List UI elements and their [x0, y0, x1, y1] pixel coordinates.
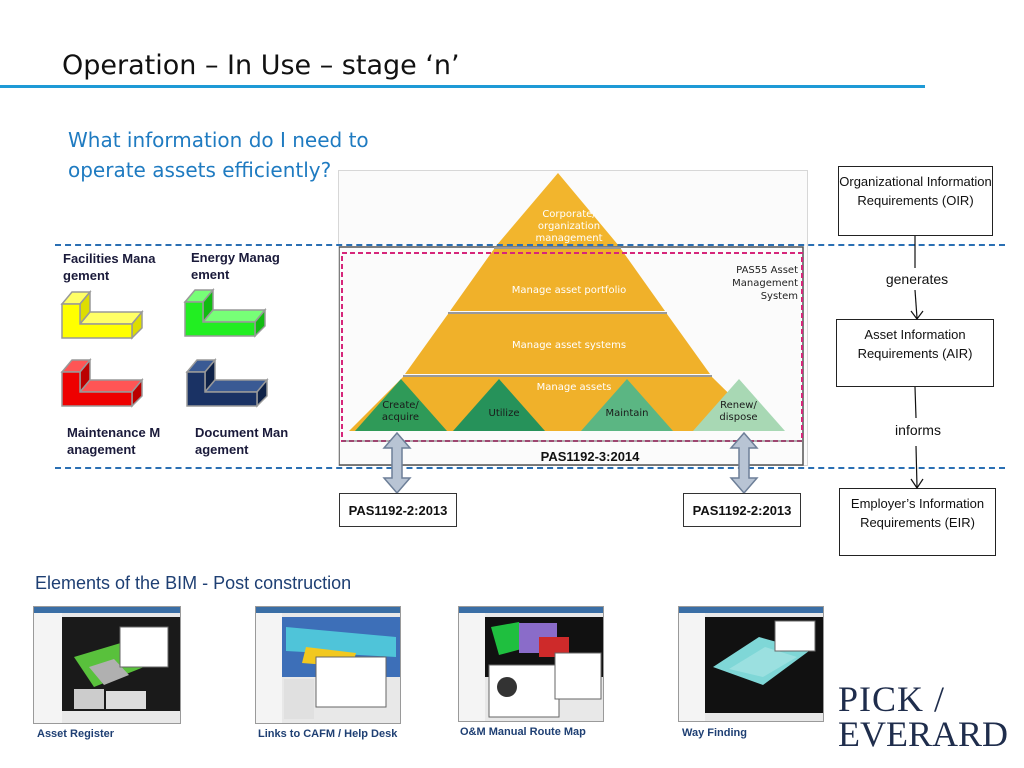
cafm-caption: Links to CAFM / Help Desk: [258, 728, 398, 740]
facilities-block-icon: [60, 290, 144, 340]
asset-register-thumbnail: [33, 606, 181, 724]
question-text: What information do I need to operate as…: [68, 128, 369, 182]
pyramid-systems-label: Manage asset systems: [511, 340, 627, 351]
energy-block-icon: [183, 288, 267, 338]
pick-everard-logo: PICK / EVERARD: [838, 679, 1018, 754]
way-finding-caption: Way Finding: [682, 727, 747, 739]
eir-box: Employer’s Information Requirements (EIR…: [839, 488, 996, 556]
pyramid-maintain-label: Maintain: [605, 408, 649, 419]
om-manual-caption: O&M Manual Route Map: [460, 726, 586, 738]
flow-arrows-icon: [910, 236, 924, 490]
air-box: Asset Information Requirements (AIR): [836, 319, 994, 387]
pyramid-panel: Corporate/ organization management Manag…: [338, 170, 808, 466]
pyramid-top-label: Corporate/ organization management: [535, 209, 603, 244]
energy-management-label: Energy Management: [191, 250, 280, 282]
pas55-label: PAS55 Asset Management System: [732, 265, 798, 302]
asset-register-caption: Asset Register: [37, 728, 115, 740]
pas1192-2-left-box: PAS1192-2:2013: [339, 493, 457, 527]
pyramid-portfolio-label: Manage asset portfolio: [511, 285, 627, 296]
facilities-management-label: Facilities Management: [63, 251, 156, 283]
pyramid-assets-label: Manage assets: [536, 382, 612, 393]
pyramid-graphic: [339, 173, 804, 466]
slide-title: Operation – In Use – stage ‘n’: [62, 50, 460, 81]
pas1192-2-right-box: PAS1192-2:2013: [683, 493, 801, 527]
maintenance-management-label: Maintenance Management: [67, 425, 161, 457]
informs-label: informs: [895, 422, 941, 438]
way-finding-thumbnail: [678, 606, 824, 722]
pyramid-create-label: Create/ acquire: [381, 400, 420, 423]
oir-box: Organizational Information Requirements …: [838, 166, 993, 236]
bim-section-title: Elements of the BIM - Post construction: [35, 573, 352, 593]
pyramid-renew-label: Renew/ dispose: [719, 400, 758, 423]
title-underline: [0, 85, 925, 88]
right-double-arrow-icon: [729, 432, 759, 494]
generates-label: generates: [885, 271, 949, 287]
maintenance-block-icon: [60, 358, 144, 408]
document-management-label: Document Management: [195, 425, 289, 457]
om-manual-thumbnail: [458, 606, 604, 722]
pyramid-utilize-label: Utilize: [488, 408, 520, 419]
pas1192-3-label: PAS1192-3:2014: [540, 449, 640, 464]
logo-line-2: EVERARD: [838, 714, 1008, 754]
logo-line-1: PICK /: [838, 679, 946, 719]
dashed-divider-bottom: [55, 467, 1005, 469]
left-double-arrow-icon: [382, 432, 412, 494]
dashed-divider-top: [55, 244, 1005, 246]
cafm-thumbnail: [255, 606, 401, 724]
document-block-icon: [185, 358, 269, 408]
